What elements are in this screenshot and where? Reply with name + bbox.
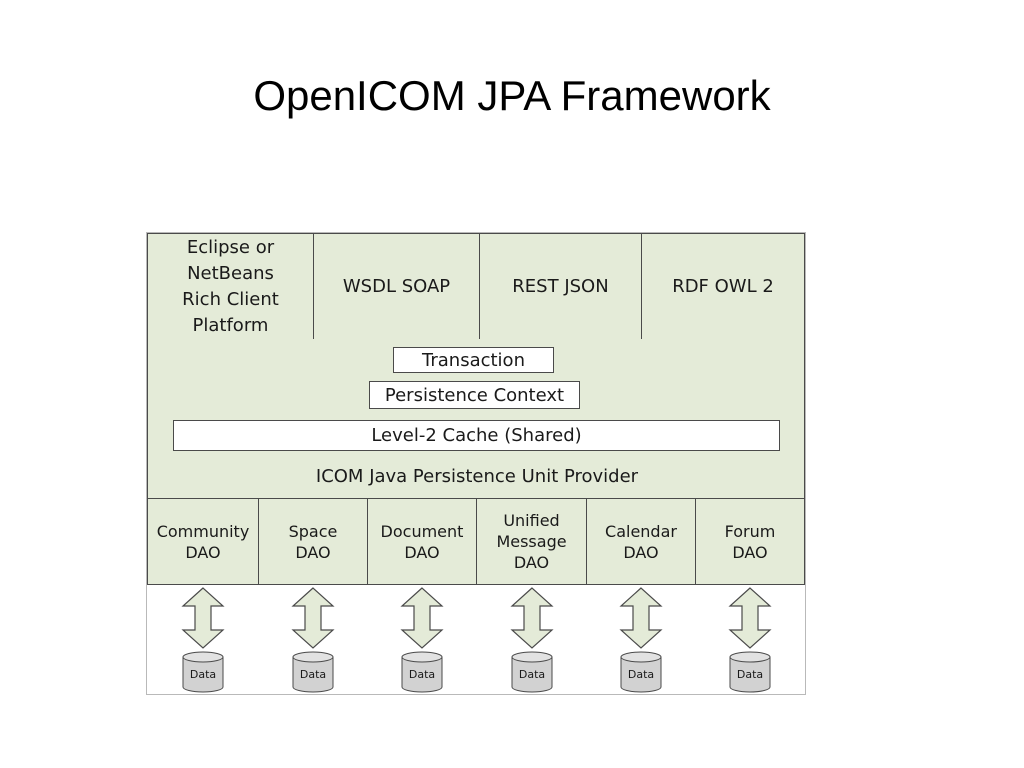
level-2-cache-box: Level-2 Cache (Shared) xyxy=(173,420,780,451)
forum-dao-label: Forum DAO xyxy=(724,521,776,562)
community-dao-label: Community DAO xyxy=(156,521,250,562)
calendar-dao-label: Calendar DAO xyxy=(605,521,677,562)
database-cylinder-icon xyxy=(292,651,334,693)
unified-message-dao-cell: Unified Message DAO xyxy=(476,498,587,585)
rdf-owl-label: RDF OWL 2 xyxy=(672,275,774,297)
data-store-label: Data xyxy=(300,668,326,681)
rdf-owl-cell: RDF OWL 2 xyxy=(641,233,805,340)
double-headed-arrow-icon xyxy=(620,587,662,649)
double-headed-arrow-icon xyxy=(511,587,553,649)
space-dao-cell: Space DAO xyxy=(258,498,368,585)
document-dao-cell: Document DAO xyxy=(367,498,477,585)
double-headed-arrow-icon xyxy=(182,587,224,649)
database-cylinder-icon xyxy=(182,651,224,693)
rest-json-cell: REST JSON xyxy=(479,233,642,340)
wsdl-soap-label: WSDL SOAP xyxy=(342,275,451,297)
double-headed-arrow-icon xyxy=(729,587,771,649)
data-store-label: Data xyxy=(409,668,435,681)
calendar-dao-cell: Calendar DAO xyxy=(586,498,696,585)
transaction-box: Transaction xyxy=(393,347,554,373)
data-store-label: Data xyxy=(190,668,216,681)
forum-dao-cell: Forum DAO xyxy=(695,498,805,585)
wsdl-soap-cell: WSDL SOAP xyxy=(313,233,480,340)
data-store-label: Data xyxy=(737,668,763,681)
unified-message-dao-label: Unified Message DAO xyxy=(496,511,567,572)
double-headed-arrow-icon xyxy=(292,587,334,649)
persistence-provider-layer: Transaction Persistence Context Level-2 … xyxy=(147,339,805,499)
space-dao-label: Space DAO xyxy=(288,521,338,562)
community-dao-cell: Community DAO xyxy=(147,498,259,585)
client-platform-label: Eclipse or NetBeans Rich Client Platform xyxy=(182,236,279,336)
rest-json-label: REST JSON xyxy=(512,275,609,297)
database-cylinder-icon xyxy=(401,651,443,693)
document-dao-label: Document DAO xyxy=(380,521,464,562)
provider-label: ICOM Java Persistence Unit Provider xyxy=(315,466,639,487)
data-store-label: Data xyxy=(519,668,545,681)
database-cylinder-icon xyxy=(511,651,553,693)
double-headed-arrow-icon xyxy=(401,587,443,649)
client-platform-cell: Eclipse or NetBeans Rich Client Platform xyxy=(147,233,314,340)
data-store-label: Data xyxy=(628,668,654,681)
persistence-context-box: Persistence Context xyxy=(369,381,580,409)
architecture-diagram: Eclipse or NetBeans Rich Client Platform… xyxy=(146,232,806,695)
slide-title: OpenICOM JPA Framework xyxy=(253,72,771,119)
data-access-arrows: Data Data Data Data xyxy=(182,587,771,693)
database-cylinder-icon xyxy=(620,651,662,693)
database-cylinder-icon xyxy=(729,651,771,693)
